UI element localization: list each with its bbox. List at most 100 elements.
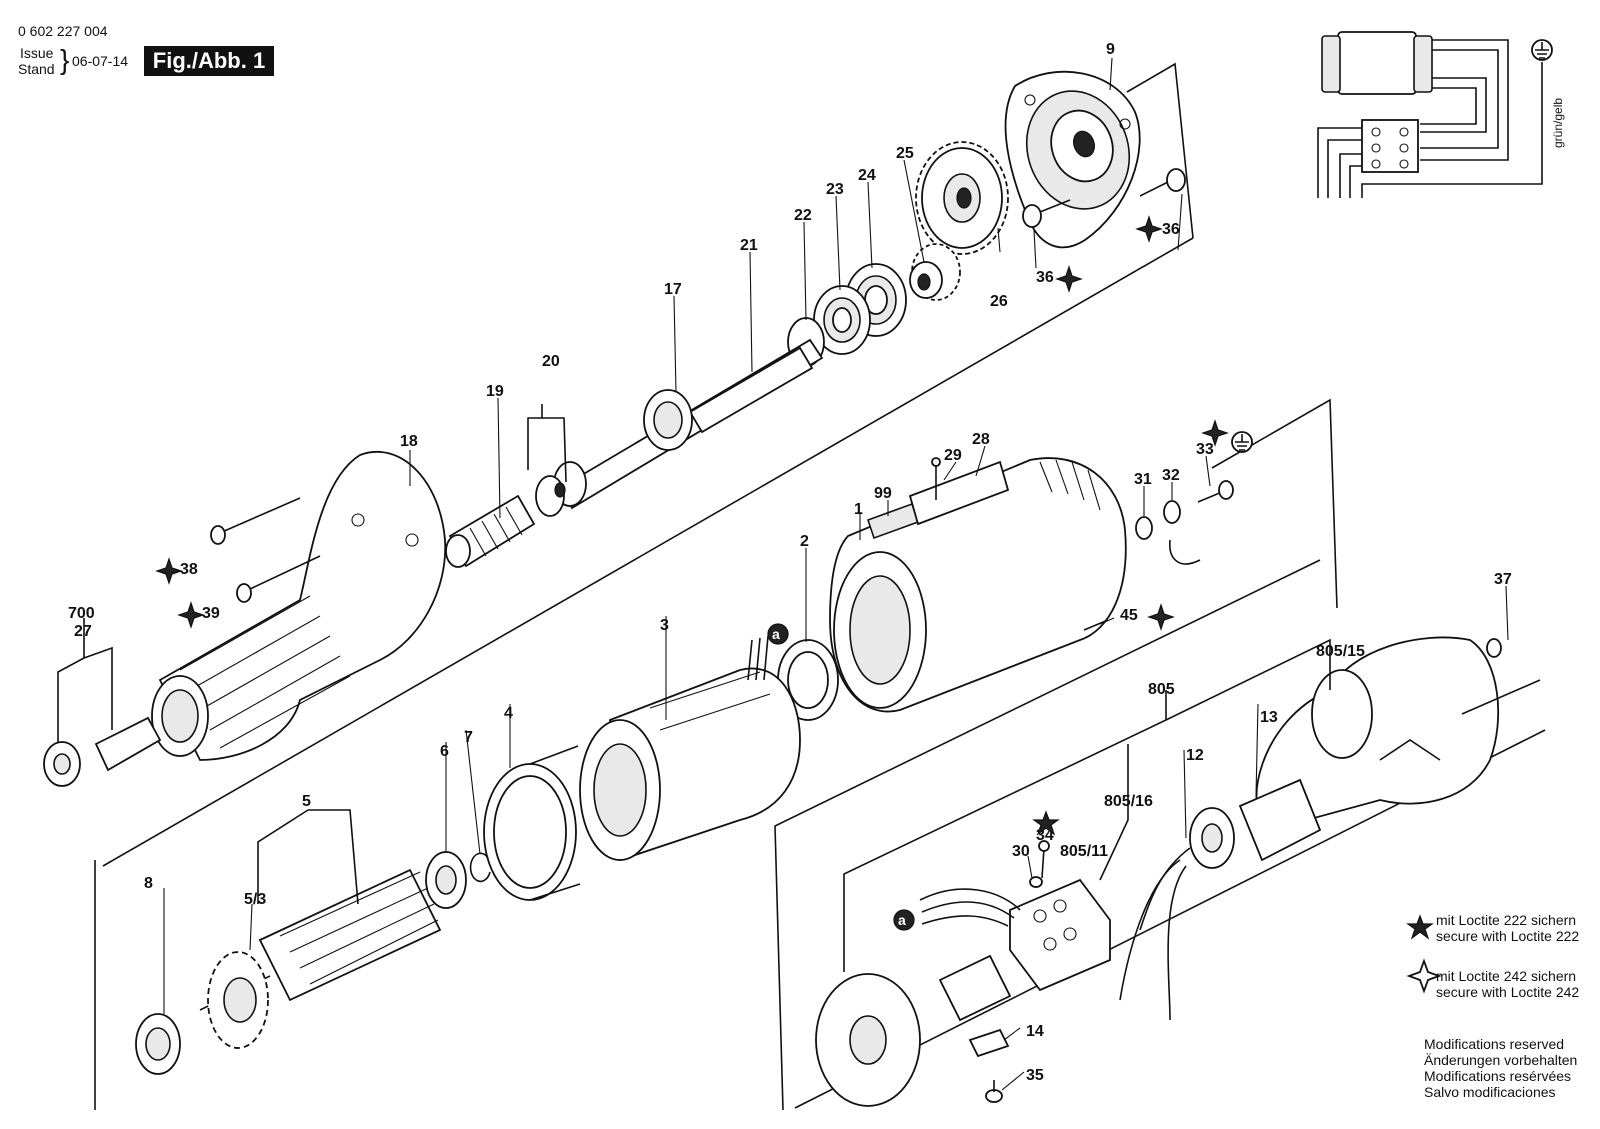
callout-18: 18 (400, 433, 418, 450)
callout-1: 1 (854, 501, 863, 518)
part-14-clamp (968, 1028, 1010, 1058)
part-28-nameplate (908, 460, 1010, 526)
callout-26: 26 (990, 293, 1008, 310)
part-32-washer (1163, 500, 1181, 524)
part-23-bearing (813, 285, 871, 355)
part-36-screw-a (1022, 199, 1071, 228)
marker-a-top: a (767, 623, 789, 645)
callout-805: 805 (1148, 681, 1175, 698)
part-37-screw (1461, 638, 1541, 715)
callout-5: 5 (302, 793, 311, 810)
callout-32: 32 (1162, 467, 1180, 484)
part-9-cover-plate (1004, 70, 1141, 249)
callout-35: 35 (1026, 1067, 1044, 1084)
part-35-screw (985, 1080, 1003, 1103)
modifications-de: Änderungen vorbehalten (1424, 1052, 1578, 1068)
callout-4: 4 (504, 705, 513, 722)
part-13-cable-sleeve (1189, 778, 1322, 869)
part-30-washer (1029, 876, 1043, 888)
callout-8: 8 (144, 875, 153, 892)
part-805-15-end-housing (1255, 636, 1500, 831)
callout-45: 45 (1120, 607, 1138, 624)
loctite-242-marks (155, 215, 1253, 631)
callout-28: 28 (972, 431, 990, 448)
part-39-screw (236, 555, 321, 603)
callout-38: 38 (180, 561, 198, 578)
callout-805-16: 805/16 (1104, 793, 1153, 810)
callout-20: 20 (542, 353, 560, 370)
callout-33: 33 (1196, 441, 1214, 458)
part-3-stator (579, 635, 801, 862)
brace: } (60, 44, 70, 75)
part-805-11-terminal-block (1009, 878, 1111, 992)
part-805-end-cap (815, 954, 1012, 1107)
part-25-pinion (909, 243, 961, 301)
legend-loctite-222-en: secure with Loctite 222 (1436, 928, 1580, 944)
part-6-bearing (425, 851, 467, 909)
part-26-gear (915, 141, 1009, 255)
part-5-3-fan (207, 951, 269, 1049)
callout-a-bottom: a (898, 912, 906, 928)
callout-36-left: 36 (1036, 269, 1054, 286)
callout-30: 30 (1012, 843, 1030, 860)
callout-700: 700 (68, 605, 95, 622)
loctite-222-star (1032, 810, 1060, 836)
panel-frame-top (102, 62, 1194, 867)
callout-19: 19 (486, 383, 504, 400)
callout-3: 3 (660, 617, 669, 634)
callout-29: 29 (944, 447, 962, 464)
figure-label: Fig./Abb. 1 (144, 46, 274, 76)
part-27-collet (94, 716, 162, 772)
callout-31: 31 (1134, 471, 1152, 488)
modifications-fr: Modifications resérvées (1424, 1068, 1572, 1084)
part-700-nut (43, 741, 81, 787)
part-number: 0 602 227 004 (18, 23, 108, 39)
ground-wire-label: grün/gelb (1551, 98, 1565, 148)
callout-5-3: 5/3 (244, 891, 266, 908)
callout-13: 13 (1260, 709, 1278, 726)
legend-loctite-242-en: secure with Loctite 242 (1436, 984, 1580, 1000)
panel-frame-mid (1211, 398, 1338, 609)
part-4-sleeve (483, 745, 581, 901)
legend-loctite-222: mit Loctite 222 sichern secure with Loct… (1436, 912, 1579, 944)
wire-bundle-a (919, 888, 1021, 927)
modifications-es: Salvo modificaciones (1424, 1084, 1556, 1100)
callout-17: 17 (664, 281, 682, 298)
callout-27: 27 (74, 623, 92, 640)
leader-lines (163, 57, 1509, 1091)
wiring-diagram: grün/gelb (1317, 31, 1565, 198)
callout-805-15: 805/15 (1316, 643, 1365, 660)
callout-12: 12 (1186, 747, 1204, 764)
legend-modifications: Modifications reserved Änderungen vorbeh… (1424, 1036, 1577, 1100)
marker-a-bottom: a (893, 909, 915, 931)
legend-loctite-242: mit Loctite 242 sichern secure with Loct… (1436, 968, 1579, 1000)
callout-36-right: 36 (1162, 221, 1180, 238)
callout-6: 6 (440, 743, 449, 760)
legend-loctite-242-de: mit Loctite 242 sichern (1436, 968, 1577, 984)
callout-805-11: 805/11 (1060, 843, 1108, 860)
bracket-lines (57, 404, 1331, 972)
issue-date: 06-07-14 (72, 53, 129, 69)
part-45-screw (1083, 619, 1109, 631)
part-38-screw (210, 497, 301, 545)
callout-37: 37 (1494, 571, 1512, 588)
part-34-screw (1038, 840, 1050, 879)
callout-2: 2 (800, 533, 809, 550)
legend-loctite-222-de: mit Loctite 222 sichern (1436, 912, 1577, 928)
part-19-spindle-end (445, 494, 536, 568)
modifications-en: Modifications reserved (1424, 1036, 1565, 1052)
callout-7: 7 (464, 729, 473, 746)
callout-39: 39 (202, 605, 220, 622)
part-18-gear-housing (151, 450, 447, 761)
callout-9: 9 (1106, 41, 1115, 58)
callout-23: 23 (826, 181, 844, 198)
issue-label: Issue (20, 45, 54, 61)
part-12-cable (1119, 847, 1191, 1021)
part-20-washers (535, 461, 587, 517)
part-8-bearing (135, 1013, 181, 1075)
callout-22: 22 (794, 207, 812, 224)
part-33-ground-screw (1169, 480, 1234, 565)
callout-25: 25 (896, 145, 914, 162)
callout-a-top: a (772, 626, 780, 642)
